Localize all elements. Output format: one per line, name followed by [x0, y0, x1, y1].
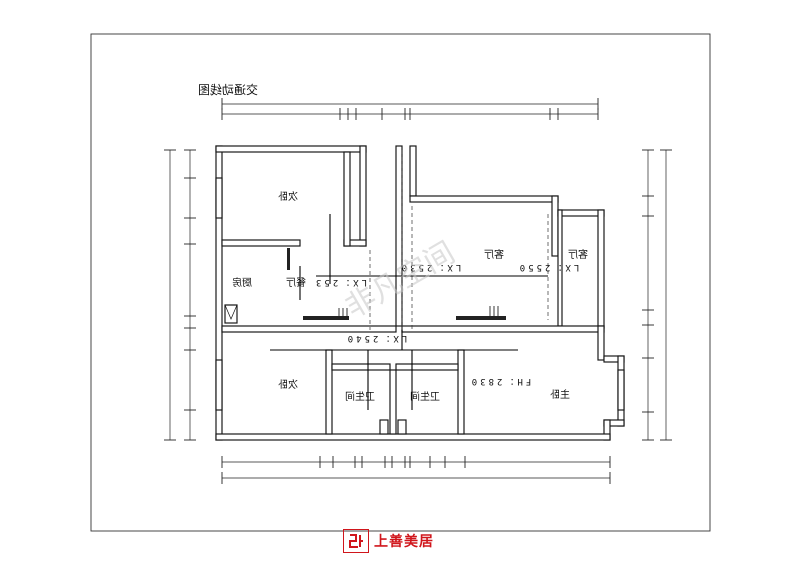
plan-title: 交通动线图 — [198, 82, 258, 97]
room-bath-2: 卫生间 — [410, 390, 440, 403]
radiator-dining — [303, 316, 349, 320]
room-balcony-living: 客厅 — [568, 248, 588, 261]
walls — [215, 145, 625, 441]
bath-fixtures — [379, 419, 407, 435]
kitchen-counter — [224, 248, 290, 324]
corridor-guides — [369, 150, 549, 330]
brand-mark-icon — [343, 529, 369, 553]
flow-arrows — [270, 214, 548, 410]
top-dimensions — [221, 98, 599, 120]
room-living: 客厅 — [484, 248, 504, 261]
flow-lx-hall: LX：2540 — [345, 333, 408, 343]
brand-name: 上善美居 — [374, 534, 434, 550]
bottom-dimensions — [221, 456, 611, 484]
drawing-border — [90, 33, 711, 532]
radiator-living — [456, 316, 506, 320]
room-dining: 餐厅 — [286, 276, 306, 289]
left-dimensions — [164, 149, 196, 441]
brand-logo: 上善美居 — [343, 527, 461, 555]
room-master: 主卧 — [550, 388, 570, 401]
room-bedroom-tl: 次卧 — [278, 190, 298, 203]
flow-fh-master: FH：2830 — [469, 376, 532, 386]
room-bedroom-bl: 次卧 — [278, 378, 298, 391]
flow-lx-balcony: LX：2550 — [517, 262, 580, 272]
flow-lx-living: LX：2530 — [399, 262, 462, 272]
room-kitchen: 厨房 — [232, 276, 252, 289]
right-dimensions — [642, 149, 672, 441]
flow-lx-dining: LX：253 — [313, 277, 367, 287]
radiator-vents — [338, 306, 499, 316]
room-bath-1: 卫生间 — [345, 390, 375, 403]
